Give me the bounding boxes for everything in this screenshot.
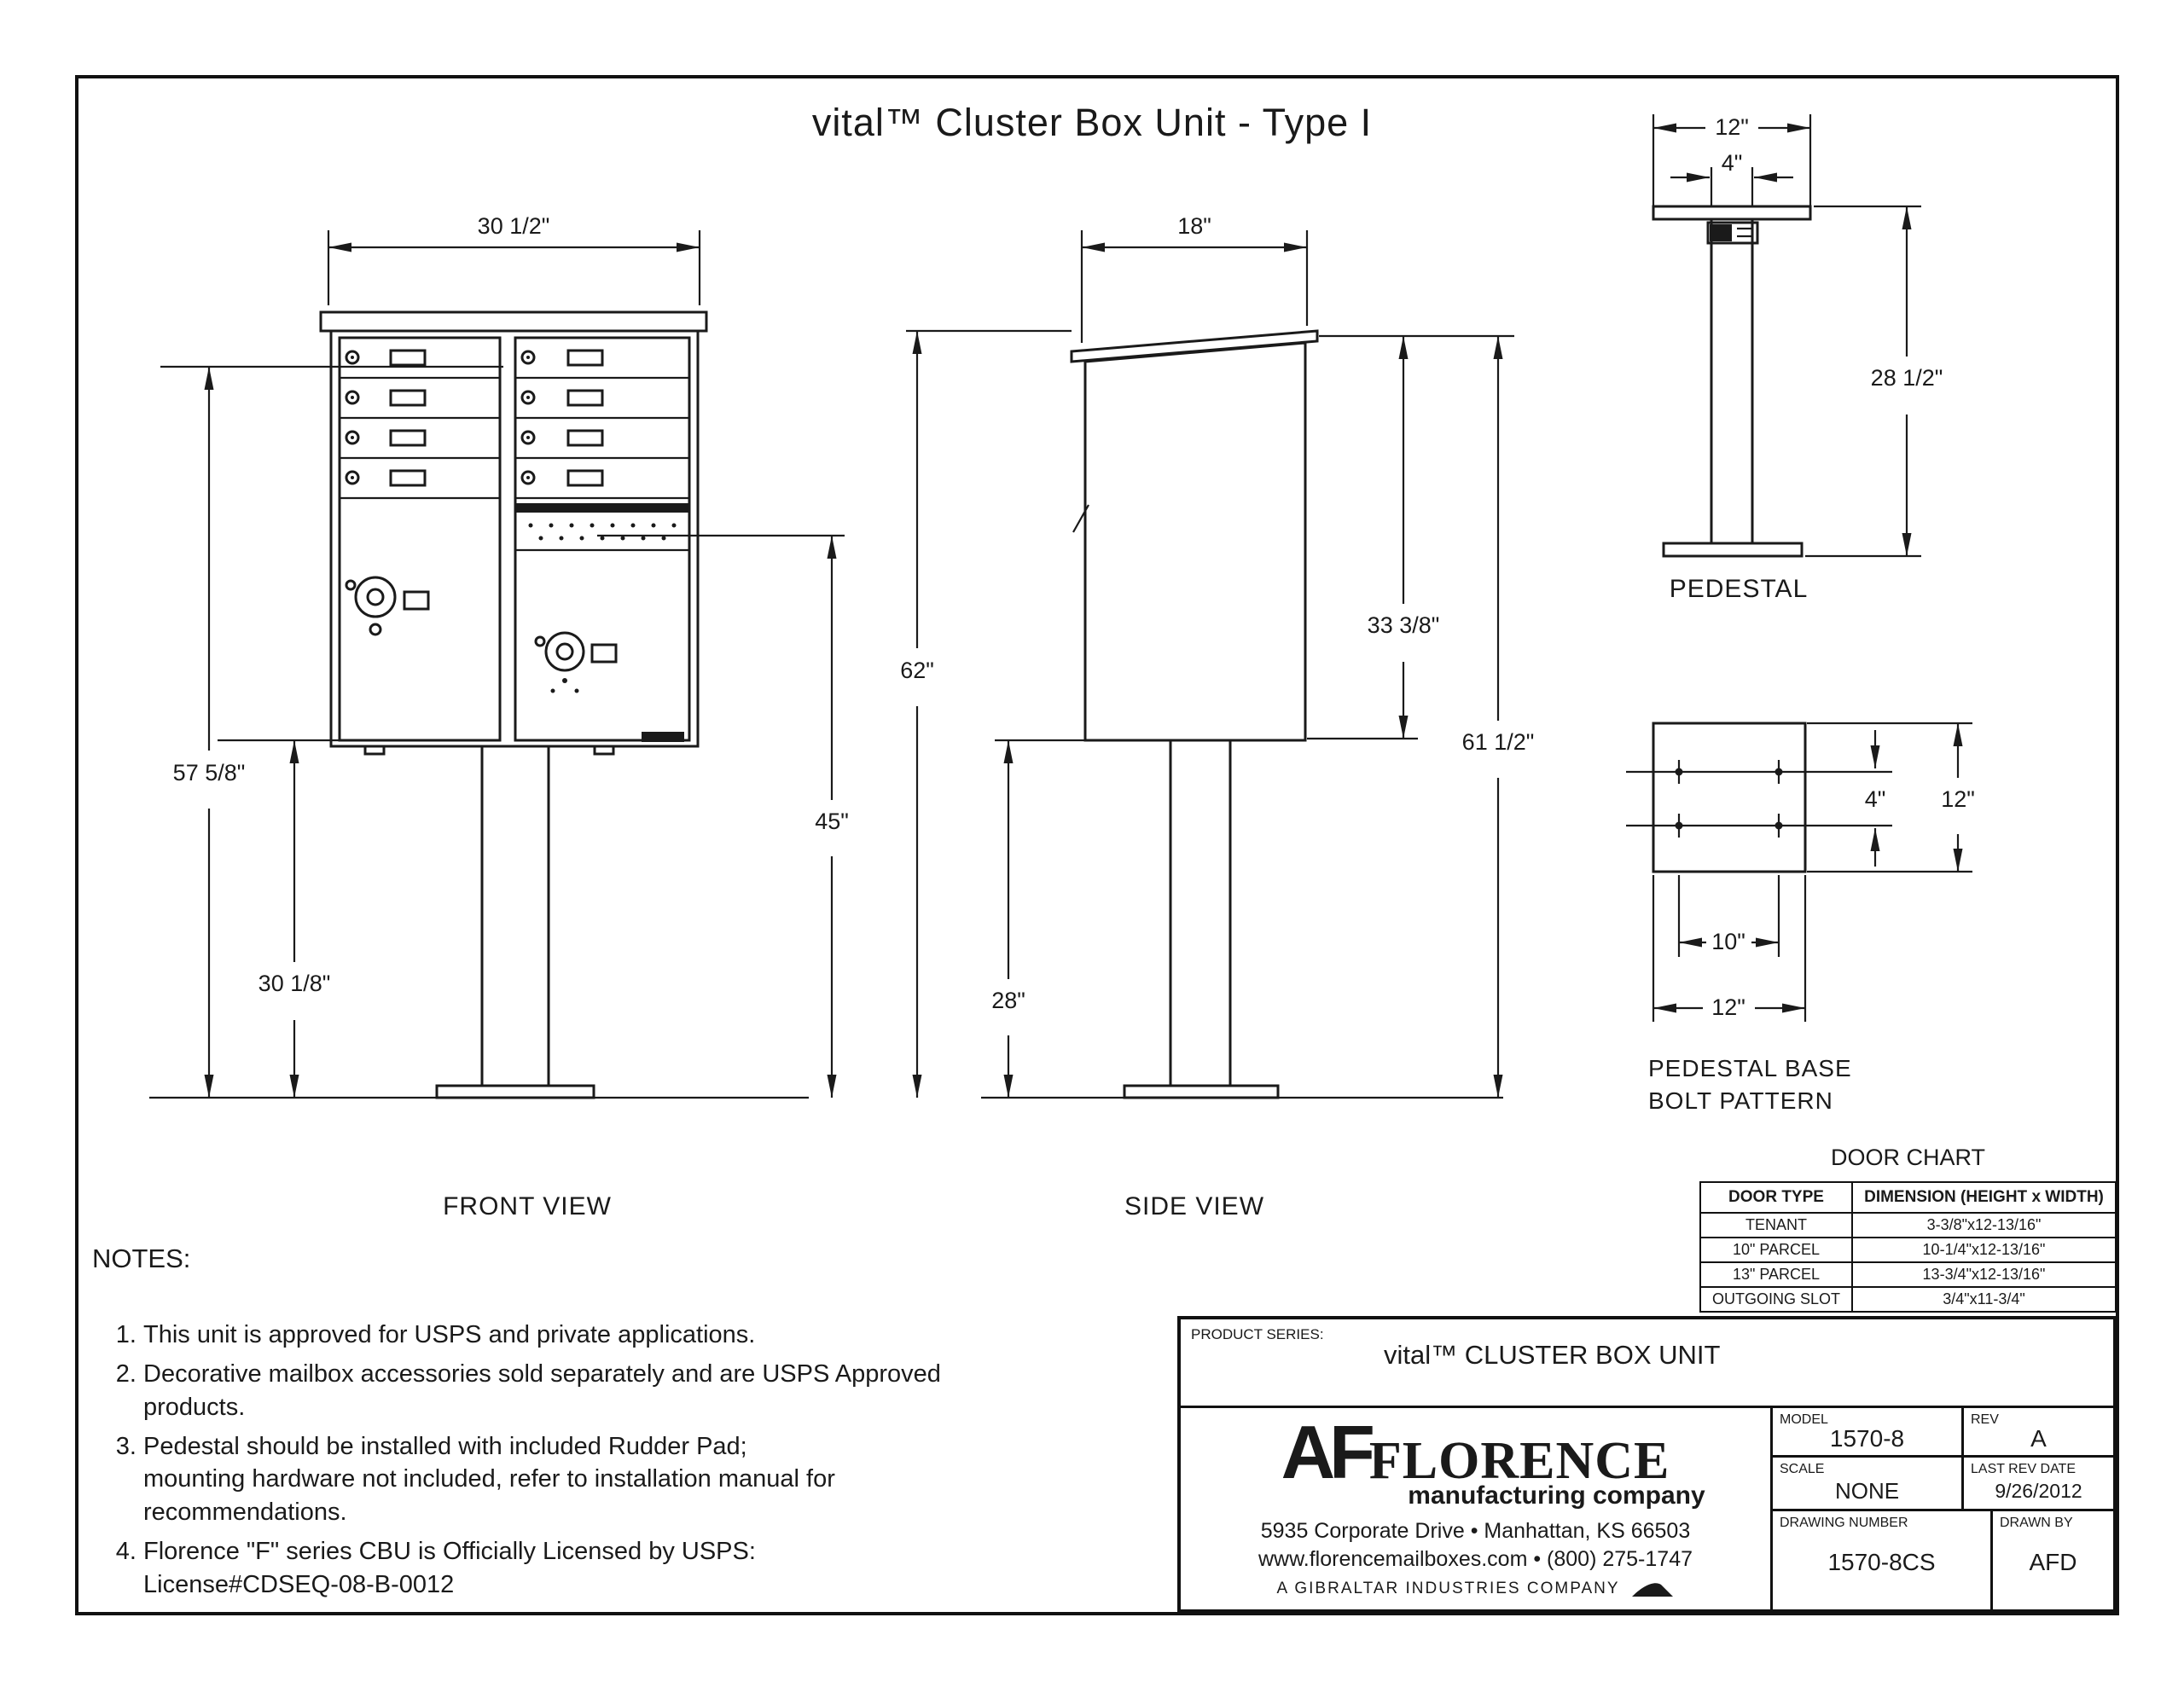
door-chart: DOOR CHART DOOR TYPE DIMENSION (HEIGHT x…	[1699, 1145, 2117, 1313]
table-row: 10" PARCEL 10-1/4"x12-13/16"	[1699, 1237, 2117, 1263]
front-lock-height-dim: 45"	[815, 809, 849, 834]
side-view-label: SIDE VIEW	[1124, 1192, 1264, 1220]
rev-value: A	[2030, 1425, 2047, 1452]
door-chart-table: DOOR TYPE DIMENSION (HEIGHT x WIDTH) TEN…	[1699, 1181, 2117, 1313]
bolt-pattern-label-line2: BOLT PATTERN	[1648, 1087, 1833, 1114]
florence-wordmark: FLORENCE	[1368, 1432, 1670, 1490]
last-rev-date-value: 9/26/2012	[1995, 1480, 2082, 1502]
notes-heading: NOTES:	[92, 1244, 191, 1273]
bolt-pattern-label-line1: PEDESTAL BASE	[1648, 1055, 1852, 1081]
drawing-number-label: DRAWING NUMBER	[1780, 1516, 1908, 1530]
door-chart-header-type: DOOR TYPE	[1699, 1181, 1853, 1214]
table-row: 13" PARCEL 13-3/4"x12-13/16"	[1699, 1261, 2117, 1288]
model-label: MODEL	[1780, 1412, 1828, 1427]
notes-list: This unit is approved for USPS and priva…	[92, 1319, 1133, 1602]
company-address: 5935 Corporate Drive • Manhattan, KS 665…	[1260, 1519, 1691, 1543]
door-type-cell: 10" PARCEL	[1699, 1237, 1853, 1263]
product-series-label: PRODUCT SERIES:	[1191, 1326, 1324, 1342]
scale-cell: SCALE NONE	[1773, 1458, 1964, 1509]
last-rev-date-cell: LAST REV DATE 9/26/2012	[1964, 1458, 2113, 1509]
front-width-dim: 30 1/2"	[478, 213, 550, 239]
door-dim-cell: 10-1/4"x12-13/16"	[1851, 1237, 2117, 1263]
pedestal-height-dim: 28 1/2"	[1871, 365, 1943, 391]
table-row: TENANT 3-3/8"x12-13/16"	[1699, 1212, 2117, 1238]
table-row: OUTGOING SLOT 3/4"x11-3/4"	[1699, 1286, 2117, 1313]
drawing-number-value: 1570-8CS	[1827, 1549, 1936, 1575]
note-item: Pedestal should be installed with includ…	[143, 1430, 1133, 1530]
company-logo-cell: AFFLORENCE manufacturing company 5935 Co…	[1181, 1408, 1773, 1614]
rev-cell: REV A	[1964, 1408, 2113, 1455]
note-item: This unit is approved for USPS and priva…	[143, 1319, 1133, 1352]
drawn-by-value: AFD	[2029, 1549, 2077, 1575]
front-pedestal-height-dim: 30 1/8"	[258, 971, 331, 996]
rev-label: REV	[1971, 1412, 1999, 1427]
door-dim-cell: 13-3/4"x12-13/16"	[1851, 1261, 2117, 1288]
door-dim-cell: 3-3/8"x12-13/16"	[1851, 1212, 2117, 1238]
logo-subtitle: manufacturing company	[1408, 1481, 1705, 1510]
model-value: 1570-8	[1829, 1425, 1905, 1452]
front-view-drawing: 30 1/2"	[149, 213, 849, 1220]
bolt-plate-width-dim: 12"	[1711, 994, 1745, 1020]
door-type-cell: TENANT	[1699, 1212, 1853, 1238]
door-dim-cell: 3/4"x11-3/4"	[1851, 1286, 2117, 1313]
pedestal-label: PEDESTAL	[1670, 575, 1809, 603]
product-series-value: vital™ CLUSTER BOX UNIT	[1384, 1340, 1721, 1370]
side-depth-dim: 18"	[1177, 213, 1211, 239]
side-cabinet-height-dim: 33 3/8"	[1368, 612, 1440, 638]
last-rev-date-label: LAST REV DATE	[1971, 1462, 2076, 1476]
pedestal-column-width-dim: 4"	[1722, 150, 1743, 176]
pedestal-drawing: 12" 4" 28 1/2" PEDESTAL	[1652, 114, 1943, 603]
door-type-cell: OUTGOING SLOT	[1699, 1286, 1853, 1313]
bolt-row-spacing-dim: 4"	[1865, 786, 1886, 812]
sheet-border	[75, 75, 2119, 1615]
gibraltar-swoosh-icon	[1631, 1583, 1673, 1597]
company-contact: www.florencemailboxes.com • (800) 275-17…	[1258, 1547, 1693, 1571]
parent-company-text: A GIBRALTAR INDUSTRIES COMPANY	[1276, 1580, 1620, 1597]
parent-company-line: A GIBRALTAR INDUSTRIES COMPANY	[1181, 1580, 1770, 1598]
door-chart-header-dimension: DIMENSION (HEIGHT x WIDTH)	[1851, 1181, 2117, 1214]
door-chart-title: DOOR CHART	[1830, 1145, 1985, 1170]
door-type-cell: 13" PARCEL	[1699, 1261, 1853, 1288]
bolt-pattern-drawing: 4" 12" 10" 12" PEDESTAL BASE BOLT PATTER…	[1626, 722, 1975, 1114]
note-item: Florence "F" series CBU is Officially Li…	[143, 1535, 1133, 1602]
florence-logo: AFFLORENCE	[1181, 1415, 1770, 1490]
notes-section: NOTES: This unit is approved for USPS an…	[92, 1244, 1133, 1608]
scale-label: SCALE	[1780, 1462, 1825, 1476]
side-total-height-dim: 62"	[900, 658, 934, 683]
front-view-label: FRONT VIEW	[443, 1192, 612, 1220]
bolt-plate-height-dim: 12"	[1941, 786, 1975, 812]
pedestal-top-width-dim: 12"	[1715, 114, 1749, 140]
af-logo-mark: AF	[1281, 1410, 1375, 1494]
drawn-by-label: DRAWN BY	[2000, 1516, 2073, 1530]
front-overall-height-dim: 57 5/8"	[173, 760, 246, 786]
page-title: vital™ Cluster Box Unit - Type I	[811, 101, 1373, 144]
side-pedestal-height-dim: 28"	[991, 988, 1025, 1013]
side-view-drawing: 18" 62" 33 3/8" 61 1/2"	[900, 213, 1534, 1220]
bolt-col-spacing-dim: 10"	[1711, 929, 1745, 954]
drawn-by-cell: DRAWN BY AFD	[1993, 1511, 2113, 1614]
model-cell: MODEL 1570-8	[1773, 1408, 1964, 1455]
note-item: Decorative mailbox accessories sold sepa…	[143, 1358, 1133, 1424]
product-series-strip: PRODUCT SERIES: vital™ CLUSTER BOX UNIT	[1181, 1319, 2113, 1408]
drawing-number-cell: DRAWING NUMBER 1570-8CS	[1773, 1511, 1993, 1614]
side-top-height-dim: 61 1/2"	[1462, 729, 1535, 755]
scale-value: NONE	[1834, 1478, 1900, 1504]
title-block: PRODUCT SERIES: vital™ CLUSTER BOX UNIT …	[1177, 1316, 2117, 1614]
title-block-grid: MODEL 1570-8 REV A SCALE NONE LAST REV D…	[1773, 1408, 2113, 1614]
